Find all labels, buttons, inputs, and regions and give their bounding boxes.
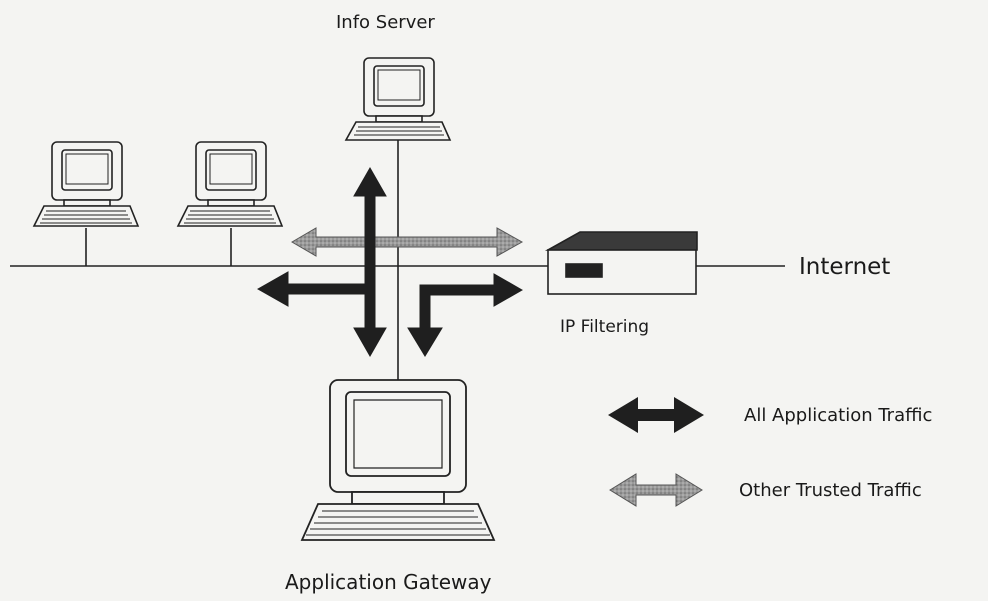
trusted-traffic-arrow [291, 227, 524, 257]
application-gateway-label: Application Gateway [285, 570, 492, 594]
legend-all-application-traffic-label: All Application Traffic [744, 405, 933, 426]
legend-trusted-arrow-icon [609, 473, 703, 507]
network-lines [10, 140, 785, 380]
ip-filtering-router-icon [544, 231, 698, 295]
info-server-label: Info Server [336, 12, 435, 33]
workstation-2-computer-icon [176, 141, 284, 227]
application-gateway-computer-icon [300, 379, 496, 541]
left-arrow [256, 271, 369, 307]
workstation-1-computer-icon [32, 141, 140, 227]
vertical-double-arrow [353, 166, 387, 358]
internet-label: Internet [799, 254, 891, 280]
legend-other-trusted-traffic-label: Other Trusted Traffic [739, 480, 922, 501]
info-server-computer-icon [344, 57, 452, 141]
ip-filtering-label: IP Filtering [560, 317, 650, 337]
application-traffic-arrows [256, 166, 524, 358]
legend-application-arrow-icon [608, 397, 704, 433]
corner-arrow [407, 273, 524, 357]
